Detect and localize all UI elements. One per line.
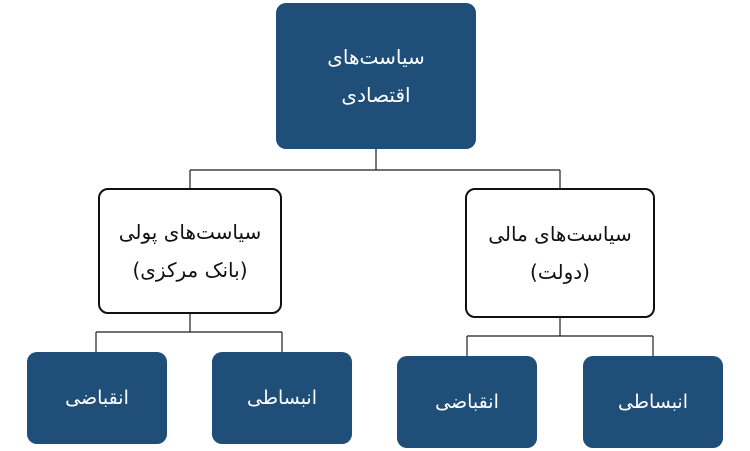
monetary-policy-node: سیاست‌های پولی (بانک مرکزی)	[98, 188, 282, 314]
monetary-policy-label: سیاست‌های پولی (بانک مرکزی)	[118, 220, 262, 282]
root-node: سیاست‌های اقتصادی	[276, 3, 476, 149]
monetary-contractionary-label: انقباضی	[65, 387, 129, 409]
root-label: سیاست‌های اقتصادی	[327, 45, 425, 107]
fiscal-contractionary-label: انقباضی	[435, 391, 499, 413]
fiscal-expansionary-label: انبساطی	[618, 391, 688, 413]
fiscal-contractionary-node: انقباضی	[397, 356, 537, 448]
fiscal-policy-label: سیاست‌های مالی (دولت)	[488, 222, 632, 284]
monetary-expansionary-node: انبساطی	[212, 352, 352, 444]
fiscal-policy-node: سیاست‌های مالی (دولت)	[465, 188, 655, 318]
monetary-expansionary-label: انبساطی	[247, 387, 317, 409]
monetary-contractionary-node: انقباضی	[27, 352, 167, 444]
fiscal-expansionary-node: انبساطی	[583, 356, 723, 448]
